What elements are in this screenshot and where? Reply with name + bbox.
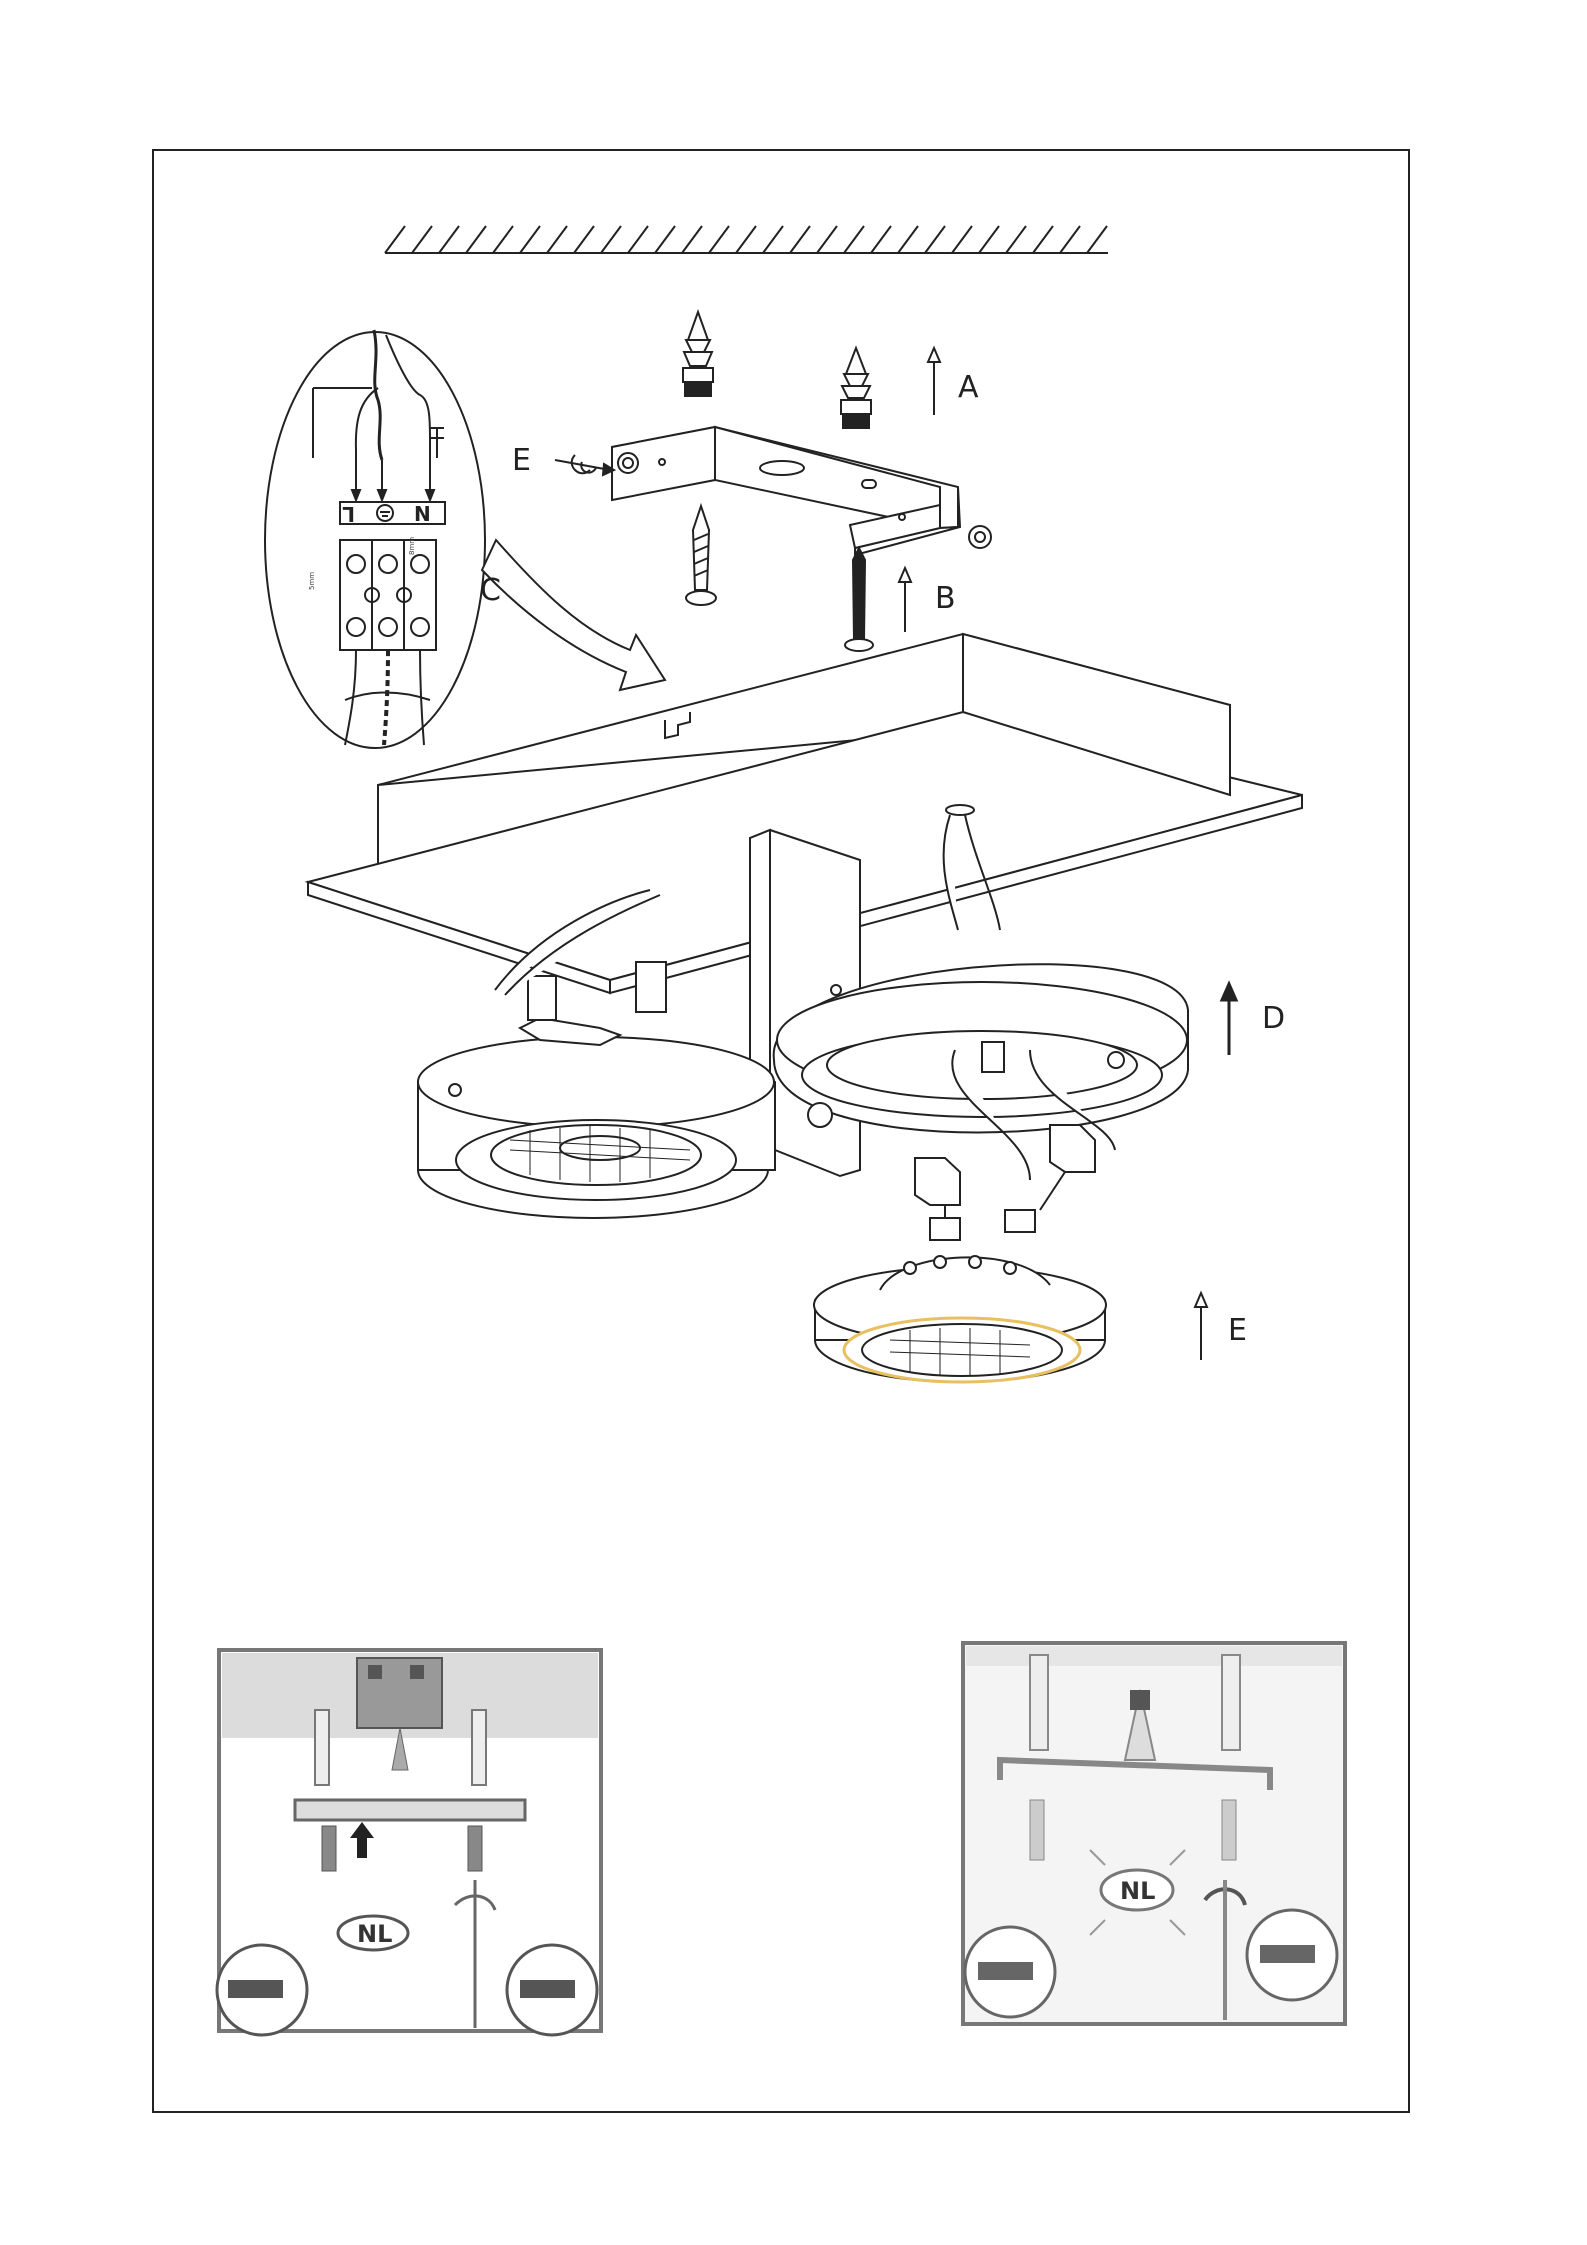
hatch-mark xyxy=(493,226,513,253)
label-e-left: E xyxy=(512,443,531,478)
screw-left xyxy=(686,506,716,605)
strip-length-right: 8mm xyxy=(408,537,416,555)
hatch-mark xyxy=(1060,226,1080,253)
hatch-mark xyxy=(520,226,540,253)
hatch-mark xyxy=(628,226,648,253)
inset-left-badge: NL xyxy=(357,1920,392,1948)
hatch-mark xyxy=(898,226,918,253)
label-b: B xyxy=(935,581,956,616)
terminal-label-live: L xyxy=(342,502,355,526)
arrow-d xyxy=(1222,984,1236,1055)
hatch-mark xyxy=(763,226,783,253)
screw-right xyxy=(845,548,873,651)
hatch-mark xyxy=(655,226,675,253)
terminal-label-neutral: N xyxy=(414,502,431,526)
wall-plug-left xyxy=(683,312,713,396)
label-c: C xyxy=(480,573,501,608)
hatch-mark xyxy=(1006,226,1026,253)
arrow-b xyxy=(899,568,911,632)
hatch-mark xyxy=(871,226,891,253)
ceiling-hatch xyxy=(385,226,1108,253)
hatch-mark xyxy=(709,226,729,253)
lamp-connectors xyxy=(915,1125,1095,1205)
inset-photo-left: NL xyxy=(217,1650,601,2035)
hatch-mark xyxy=(682,226,702,253)
bracket-screw-left xyxy=(618,453,638,473)
hatch-mark xyxy=(466,226,486,253)
hatch-mark xyxy=(952,226,972,253)
wall-plug-right xyxy=(841,348,871,428)
hatch-mark xyxy=(790,226,810,253)
callout-arrow xyxy=(482,540,665,690)
hatch-mark xyxy=(385,226,405,253)
hatch-mark xyxy=(574,226,594,253)
hatch-mark xyxy=(925,226,945,253)
strip-length-left: 5mm xyxy=(308,572,316,590)
label-a: A xyxy=(958,370,979,405)
mounting-bracket xyxy=(612,427,960,555)
hatch-mark xyxy=(817,226,837,253)
hatch-mark xyxy=(547,226,567,253)
hatch-mark xyxy=(979,226,999,253)
inset-photo-right: NL xyxy=(963,1643,1345,2024)
arrow-a xyxy=(928,348,940,415)
bracket-nut-right xyxy=(969,526,991,548)
hatch-mark xyxy=(844,226,864,253)
inset-right-badge: NL xyxy=(1120,1877,1155,1905)
hatch-mark xyxy=(1033,226,1053,253)
rotate-arrow-e xyxy=(555,455,614,475)
label-e-right: E xyxy=(1228,1313,1247,1348)
wiring-detail-inset xyxy=(265,330,485,748)
label-d: D xyxy=(1262,1001,1285,1036)
hatch-mark xyxy=(1087,226,1107,253)
hatch-mark xyxy=(601,226,621,253)
arrow-e-right xyxy=(1195,1293,1207,1360)
hatch-mark xyxy=(736,226,756,253)
hatch-mark xyxy=(439,226,459,253)
hatch-mark xyxy=(412,226,432,253)
